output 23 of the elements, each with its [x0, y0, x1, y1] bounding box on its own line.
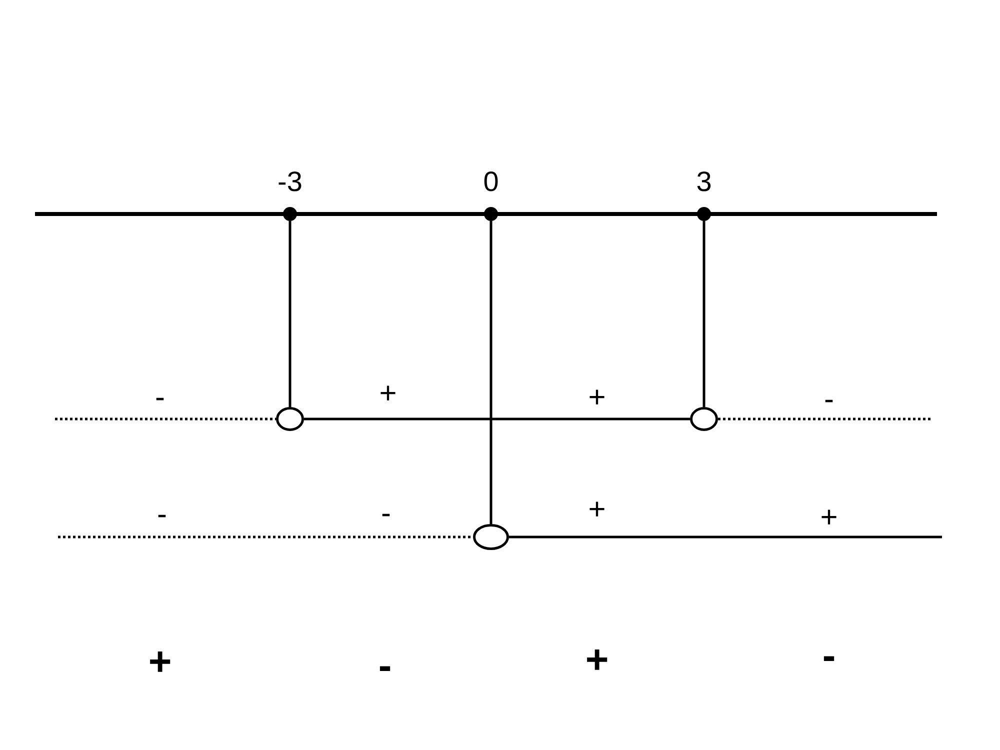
dotted-line	[58, 536, 473, 538]
sign-label: +	[148, 642, 172, 682]
point-label: 3	[696, 168, 712, 196]
connector-line	[509, 536, 942, 538]
connector-line	[304, 418, 690, 420]
dotted-line	[55, 418, 276, 420]
connector-line	[490, 221, 492, 524]
sign-label: +	[585, 640, 609, 680]
connector-line	[288, 221, 292, 407]
connector-line	[702, 221, 706, 407]
sign-label: -	[822, 636, 836, 676]
sign-label: -	[378, 646, 392, 686]
sign-label: +	[588, 383, 606, 413]
sign-label: -	[157, 500, 167, 530]
sign-label: -	[381, 499, 391, 529]
sign-label: +	[379, 379, 397, 409]
sign-label: +	[588, 495, 606, 525]
sign-label: +	[820, 503, 838, 533]
point-label: 0	[483, 168, 499, 196]
sign-label: -	[155, 383, 165, 413]
dotted-line	[718, 418, 932, 420]
point-label: -3	[278, 168, 302, 196]
sign-label: -	[824, 385, 834, 415]
